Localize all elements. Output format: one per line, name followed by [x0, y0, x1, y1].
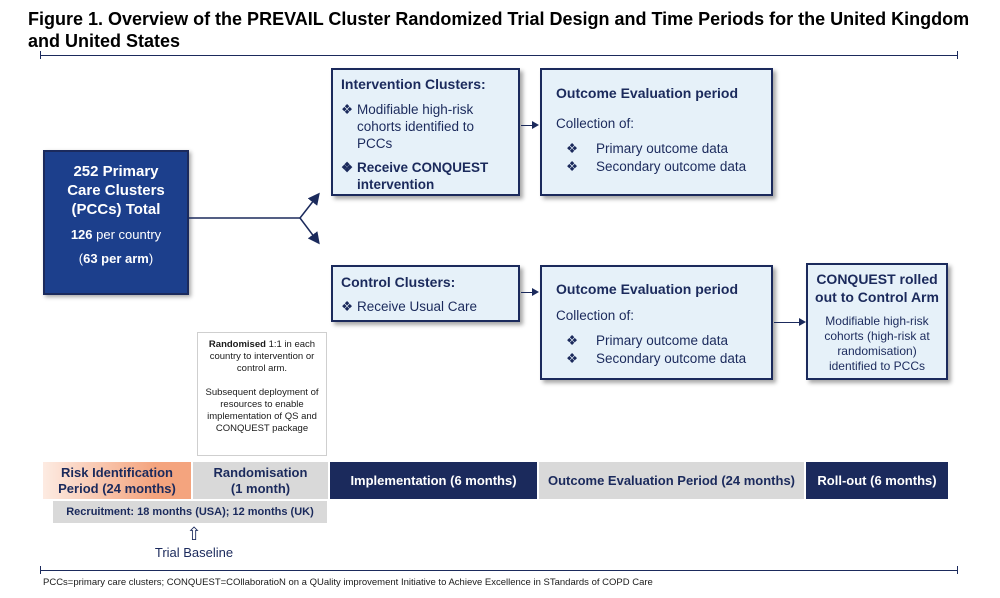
- intervention-bullet-1-text: Modifiable high-risk cohorts identified …: [357, 102, 475, 151]
- pcc-per-country-text: per country: [92, 227, 162, 242]
- branch-arrow-down: [299, 217, 320, 245]
- arrowhead-icon: [532, 121, 539, 129]
- top-divider-tick-right: [957, 51, 958, 59]
- outcome-evaluation-box-top: Outcome Evaluation period Collection of:…: [540, 68, 773, 196]
- bullet-diamond-icon: ❖: [566, 351, 579, 366]
- randomised-note-bold: Randomised: [208, 339, 266, 350]
- rollout-body: Modifiable high-risk cohorts (high-risk …: [824, 314, 930, 373]
- outcome-evaluation-box-bottom: Outcome Evaluation period Collection of:…: [540, 265, 773, 380]
- outcome-top-heading: Outcome Evaluation period: [556, 85, 739, 101]
- bullet-diamond-icon: ❖: [341, 299, 354, 314]
- intervention-clusters-box: Intervention Clusters: ❖ Modifiable high…: [331, 68, 520, 196]
- arrowhead-icon: [799, 318, 806, 326]
- footnote: PCCs=primary care clusters; CONQUEST=COl…: [43, 577, 653, 588]
- arrow-intervention-outcome: [521, 125, 533, 126]
- pcc-total-box: 252 Primary Care Clusters (PCCs) Total 1…: [43, 150, 189, 295]
- trial-baseline-label: Trial Baseline: [154, 545, 234, 560]
- randomised-note-para-2: Subsequent deployment of resources to en…: [205, 387, 319, 434]
- rollout-heading: CONQUEST rolled out to Control Arm: [815, 271, 939, 305]
- bottom-divider-tick-right: [957, 566, 958, 574]
- control-clusters-box: Control Clusters: ❖ Receive Usual Care: [331, 265, 520, 322]
- arrow-control-outcome: [521, 292, 533, 293]
- randomised-note-para-1: Randomised 1:1 in each country to interv…: [202, 339, 322, 375]
- outcome-top-item-1-text: Primary outcome data: [596, 141, 729, 156]
- bullet-diamond-icon: ❖: [566, 159, 579, 174]
- outcome-top-item-1: ❖ Primary outcome data: [556, 140, 757, 158]
- pcc-per-arm: (63 per arm): [45, 251, 187, 267]
- bottom-divider-tick-left: [40, 566, 41, 574]
- outcome-top-item-2: ❖ Secondary outcome data: [556, 158, 757, 176]
- intervention-heading: Intervention Clusters:: [341, 76, 486, 92]
- outcome-bottom-item-2-text: Secondary outcome data: [596, 351, 747, 366]
- pcc-line-1: 252 Primary: [73, 163, 159, 180]
- timeline-randomisation: Randomisation (1 month): [193, 462, 328, 499]
- outcome-bottom-item-1-text: Primary outcome data: [596, 333, 729, 348]
- pcc-line-3: (PCCs) Total: [71, 201, 161, 218]
- top-divider: [40, 55, 958, 56]
- bottom-divider: [40, 570, 958, 571]
- timeline-rollout: Roll-out (6 months): [806, 462, 948, 499]
- outcome-bottom-item-2: ❖ Secondary outcome data: [556, 350, 757, 368]
- randomised-note-box: Randomised 1:1 in each country to interv…: [197, 332, 327, 456]
- outcome-bottom-item-1: ❖ Primary outcome data: [556, 332, 757, 350]
- timeline-risk-identification: Risk Identification Period (24 months): [43, 462, 191, 499]
- timeline-outcome-evaluation: Outcome Evaluation Period (24 months): [539, 462, 804, 499]
- timeline-implementation: Implementation (6 months): [330, 462, 537, 499]
- bullet-diamond-icon: ❖: [566, 333, 579, 348]
- outcome-bottom-collection: Collection of:: [556, 308, 635, 323]
- arrow-outcome-rollout: [774, 322, 800, 323]
- pcc-line-2: Care Clusters: [67, 182, 165, 199]
- branch-connector: [188, 192, 320, 245]
- figure-title: Figure 1. Overview of the PREVAIL Cluste…: [28, 9, 970, 51]
- pcc-per-arm-value: 63 per arm: [83, 251, 149, 266]
- pcc-per-country-number: 126: [70, 227, 93, 242]
- bullet-diamond-icon: ❖: [341, 160, 354, 175]
- pcc-per-arm-close: ): [148, 251, 154, 266]
- intervention-bullet-1: ❖ Modifiable high-risk cohorts identifie…: [341, 101, 510, 152]
- recruitment-bar: Recruitment: 18 months (USA); 12 months …: [53, 501, 327, 523]
- pcc-per-arm-open: (: [78, 251, 84, 266]
- outcome-top-collection: Collection of:: [556, 116, 635, 131]
- control-bullet-1: ❖ Receive Usual Care: [341, 298, 510, 315]
- bullet-diamond-icon: ❖: [566, 141, 579, 156]
- control-heading: Control Clusters:: [341, 274, 456, 290]
- intervention-bullet-2: ❖ Receive CONQUEST intervention: [341, 159, 510, 193]
- up-arrow-icon: ⇧: [186, 524, 202, 544]
- arrowhead-icon: [532, 288, 539, 296]
- control-bullet-1-text: Receive Usual Care: [357, 299, 478, 314]
- rollout-box: CONQUEST rolled out to Control Arm Modif…: [806, 263, 948, 380]
- randomised-note-rest: 1:1 in each country to intervention or c…: [209, 339, 316, 374]
- top-divider-tick-left: [40, 51, 41, 59]
- intervention-bullet-2-text: Receive CONQUEST intervention: [357, 160, 489, 192]
- branch-arrow-up: [299, 192, 320, 219]
- pcc-per-country: 126 per country: [45, 227, 187, 243]
- outcome-top-item-2-text: Secondary outcome data: [596, 159, 747, 174]
- outcome-bottom-heading: Outcome Evaluation period: [556, 281, 739, 297]
- bullet-diamond-icon: ❖: [341, 102, 354, 117]
